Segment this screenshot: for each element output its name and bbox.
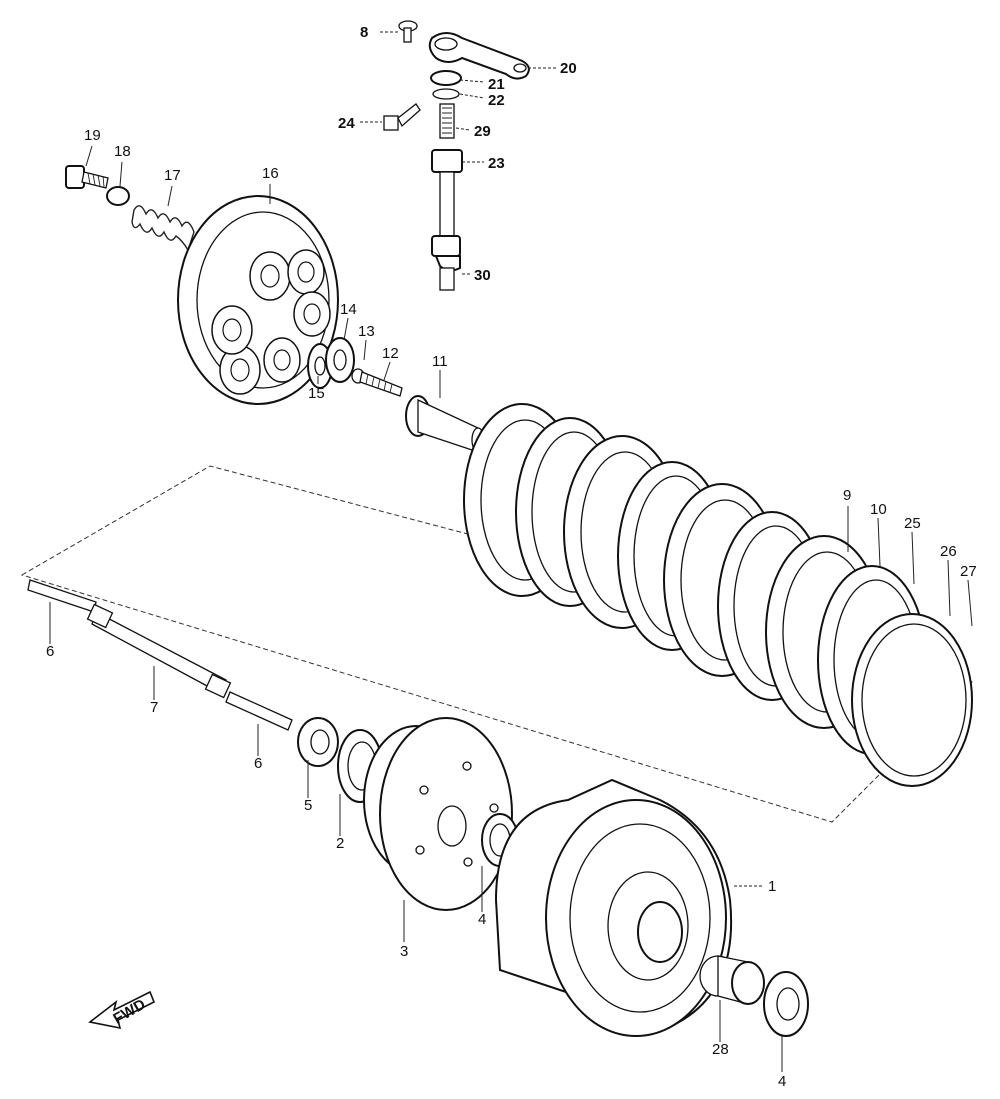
clutch-center-part: [363, 717, 513, 911]
clutch-housing-part: [494, 778, 733, 1037]
callout-label: 22: [488, 92, 505, 109]
callout-label: 27: [960, 563, 977, 580]
callout-label: 6: [254, 755, 262, 772]
callout-label: 14: [340, 301, 357, 318]
lifter-lever-part: [428, 32, 530, 80]
callout-label: 12: [382, 345, 399, 362]
thrust-washer-part: [763, 971, 809, 1037]
lifter-shaft-part: [431, 103, 463, 291]
screw-part: [398, 20, 418, 43]
callout-label: 24: [338, 115, 355, 132]
callout-label: 18: [114, 143, 131, 160]
callout-label: 4: [778, 1073, 786, 1090]
callout-label: 20: [560, 60, 577, 77]
bolt-part: [383, 103, 421, 131]
callout-label: 28: [712, 1041, 729, 1058]
lock-nut-part: [297, 717, 339, 767]
pressure-plate-part: [177, 195, 339, 405]
lifter-piece-part: [405, 395, 485, 453]
callout-label: 23: [488, 155, 505, 172]
callout-label: 26: [940, 543, 957, 560]
lifter-rod-part: [351, 368, 403, 397]
push-rod-part: [91, 611, 227, 695]
push-rod-part: [225, 691, 293, 731]
callout-label: 30: [474, 267, 491, 284]
callout-label: 1: [768, 878, 776, 895]
callout-label: 17: [164, 167, 181, 184]
callout-label: 10: [870, 501, 887, 518]
callout-label: 21: [488, 76, 505, 93]
callout-label: 29: [474, 123, 491, 140]
callout-label: 7: [150, 699, 158, 716]
callout-label: 4: [478, 911, 486, 928]
forward-direction-arrow: FWD: [88, 990, 156, 1030]
callout-label: 16: [262, 165, 279, 182]
bearing-part: [325, 337, 355, 383]
callout-label: 25: [904, 515, 921, 532]
callout-labels: 8 20 21 22 24 29 23 30 19 18 17 16 14 13…: [46, 24, 977, 1090]
callout-label: 15: [308, 385, 325, 402]
callout-label: 6: [46, 643, 54, 660]
callout-label: 11: [432, 353, 448, 370]
pushrod-assembly: [27, 579, 293, 731]
callout-label: 8: [360, 24, 368, 41]
clutch-spring-part: [131, 205, 195, 252]
bolt-part: [65, 165, 109, 189]
callout-label: 19: [84, 127, 101, 144]
callout-label: 3: [400, 943, 408, 960]
push-rod-part: [27, 579, 97, 613]
judder-spring-part: [851, 613, 973, 787]
clutch-lifter-assembly: [383, 20, 530, 291]
callout-label: 9: [843, 487, 851, 504]
housing-collar-part: [699, 955, 765, 1005]
callout-label: 2: [336, 835, 344, 852]
washer-part: [430, 70, 462, 86]
callout-label: 13: [358, 323, 375, 340]
callout-label: 5: [304, 797, 312, 814]
o-ring-part: [432, 88, 460, 100]
clutch-plate-stack: [463, 403, 973, 787]
pressure-plate-assembly: [65, 165, 485, 453]
collar-part: [106, 186, 130, 206]
leader-lines: [49, 31, 973, 1072]
